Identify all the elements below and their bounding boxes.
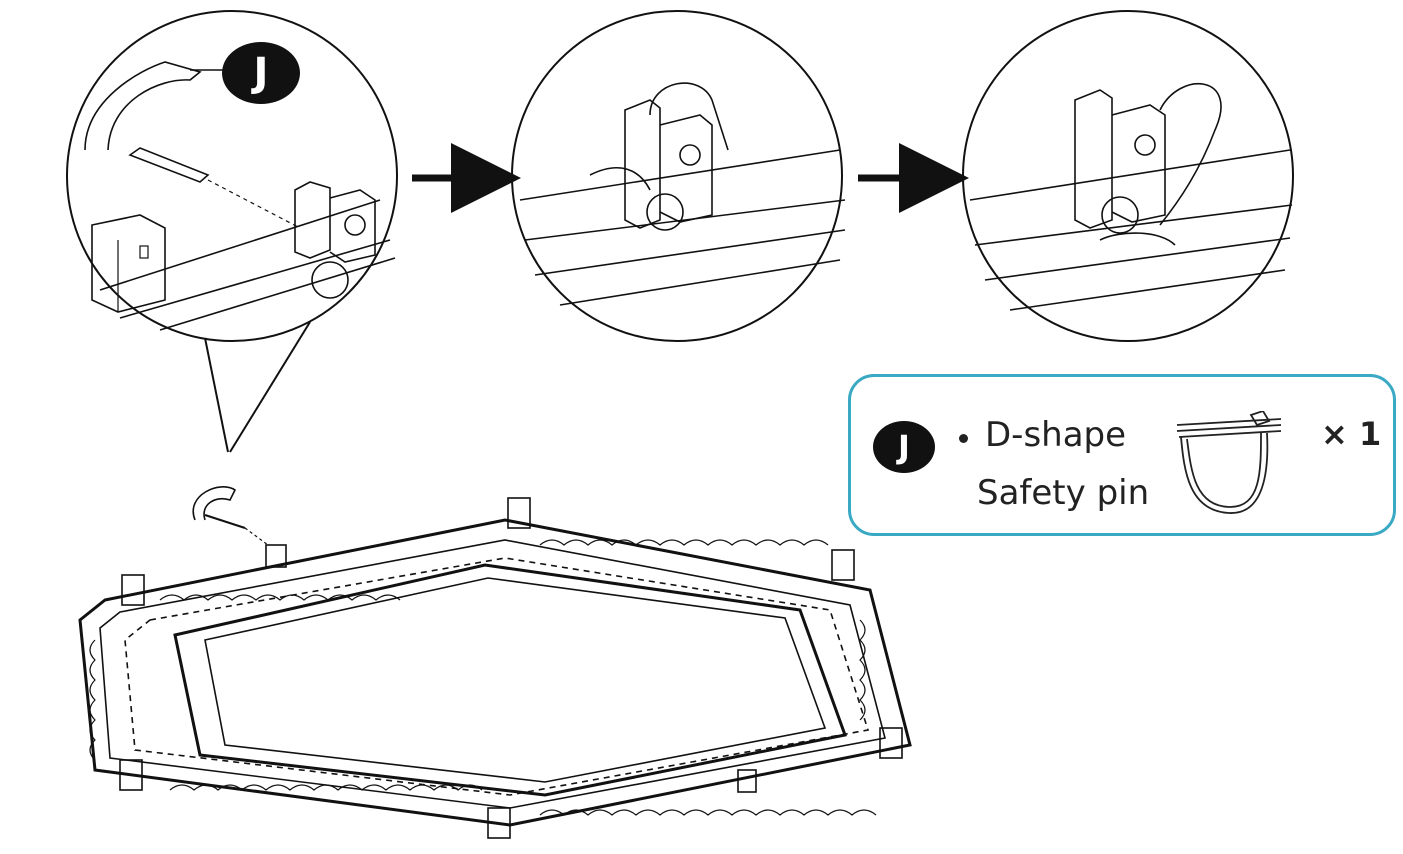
legend-badge-j: J — [873, 421, 935, 473]
part-quantity: × 1 — [1321, 415, 1382, 453]
detail-circle-step-1 — [66, 10, 398, 453]
d-shape-safety-pin-icon — [1176, 411, 1282, 514]
springs — [89, 539, 877, 816]
detail-circle-step-3 — [962, 10, 1294, 342]
detail-circle-step-2 — [511, 10, 846, 342]
part-name-line-2: Safety pin — [977, 473, 1150, 513]
trampoline-frame — [78, 486, 912, 839]
callout-badge-j: J — [222, 42, 300, 104]
parts-legend: J D-shape Safety pin × 1 — [848, 374, 1396, 536]
part-name-line-1: D-shape — [985, 415, 1127, 455]
bullet-dot — [959, 434, 968, 443]
